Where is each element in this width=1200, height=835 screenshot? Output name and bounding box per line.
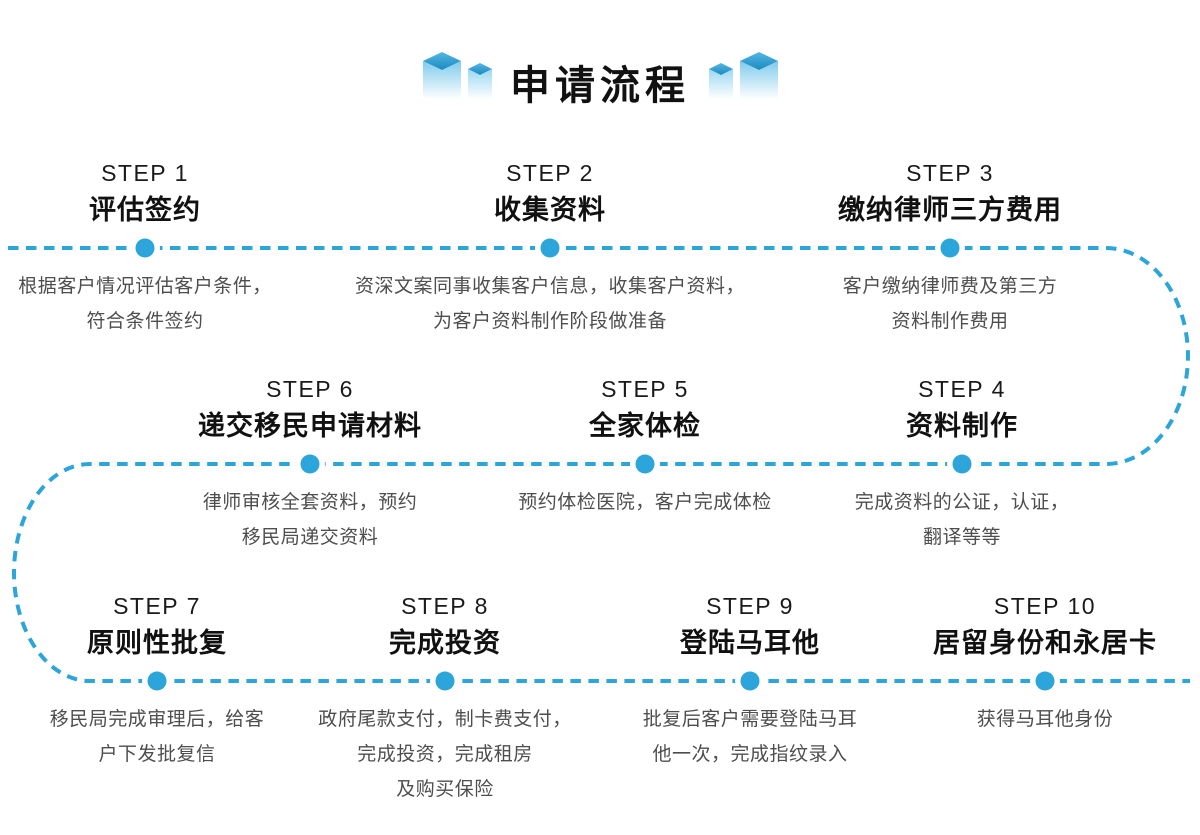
step-header: STEP 10 居留身份和永居卡 <box>835 595 1200 659</box>
step-description: 预约体检医院，客户完成体检 <box>518 492 772 513</box>
step-dot <box>300 454 320 474</box>
step-header: STEP 6 递交移民申请材料 <box>100 378 520 442</box>
step-header: STEP 5 全家体检 <box>435 378 855 442</box>
step-dot <box>635 454 655 474</box>
step-dot <box>740 671 760 691</box>
step-header: STEP 9 登陆马耳他 <box>540 595 960 659</box>
step-description: 根据客户情况评估客户条件， 符合条件签约 <box>18 276 272 332</box>
step-dot <box>940 238 960 258</box>
step-header: STEP 3 缴纳律师三方费用 <box>740 162 1160 226</box>
step-header: STEP 8 完成投资 <box>235 595 655 659</box>
page-header: 申请流程 <box>0 0 1200 120</box>
step-title: 评估签约 <box>89 195 201 225</box>
step-title: 完成投资 <box>389 628 501 658</box>
step-description: 客户缴纳律师费及第三方 资料制作费用 <box>842 276 1058 332</box>
step-label: STEP 5 <box>601 376 689 402</box>
step-label: STEP 9 <box>706 593 794 619</box>
page-title: 申请流程 <box>510 64 690 108</box>
step-header: STEP 4 资料制作 <box>752 378 1172 442</box>
step-dots <box>130 233 1060 696</box>
step-description: 政府尾款支付，制卡费支付， 完成投资，完成租房 及购买保险 <box>318 709 572 800</box>
step-title: 原则性批复 <box>87 628 227 658</box>
step-label: STEP 7 <box>113 593 201 619</box>
step-label: STEP 4 <box>918 376 1006 402</box>
step-description: 获得马耳他身份 <box>976 709 1114 730</box>
step-title: 递交移民申请材料 <box>198 411 422 441</box>
step-dot <box>135 238 155 258</box>
step-header: STEP 1 评估签约 <box>0 162 355 226</box>
step-title: 居留身份和永居卡 <box>933 628 1157 658</box>
step-description: 批复后客户需要登陆马耳 他一次，完成指纹录入 <box>642 709 858 765</box>
step-dot <box>435 671 455 691</box>
step-header: STEP 2 收集资料 <box>340 162 760 226</box>
step-label: STEP 10 <box>993 593 1097 619</box>
step-label: STEP 6 <box>266 376 354 402</box>
step-dot <box>540 238 560 258</box>
step-description: 律师审核全套资料，预约 移民局递交资料 <box>202 492 418 548</box>
step-title: 登陆马耳他 <box>680 628 820 658</box>
step-title: 收集资料 <box>494 195 606 225</box>
cubes-icon-mirrored <box>709 52 778 99</box>
step-title: 资料制作 <box>906 411 1018 441</box>
step-title: 缴纳律师三方费用 <box>838 195 1062 225</box>
step-header: STEP 7 原则性批复 <box>0 595 367 659</box>
step-label: STEP 1 <box>101 160 189 186</box>
step-label: STEP 2 <box>506 160 594 186</box>
step-label: STEP 3 <box>906 160 994 186</box>
step-dot <box>1035 671 1055 691</box>
step-description: 资深文案同事收集客户信息，收集客户资料， 为客户资料制作阶段做准备 <box>354 276 745 332</box>
cubes-icon <box>423 52 492 99</box>
step-description: 移民局完成审理后，给客 户下发批复信 <box>49 709 265 765</box>
step-title: 全家体检 <box>589 411 701 441</box>
step-description: 完成资料的公证，认证， 翻译等等 <box>854 492 1070 548</box>
step-dot <box>147 671 167 691</box>
step-label: STEP 8 <box>401 593 489 619</box>
step-dot <box>952 454 972 474</box>
